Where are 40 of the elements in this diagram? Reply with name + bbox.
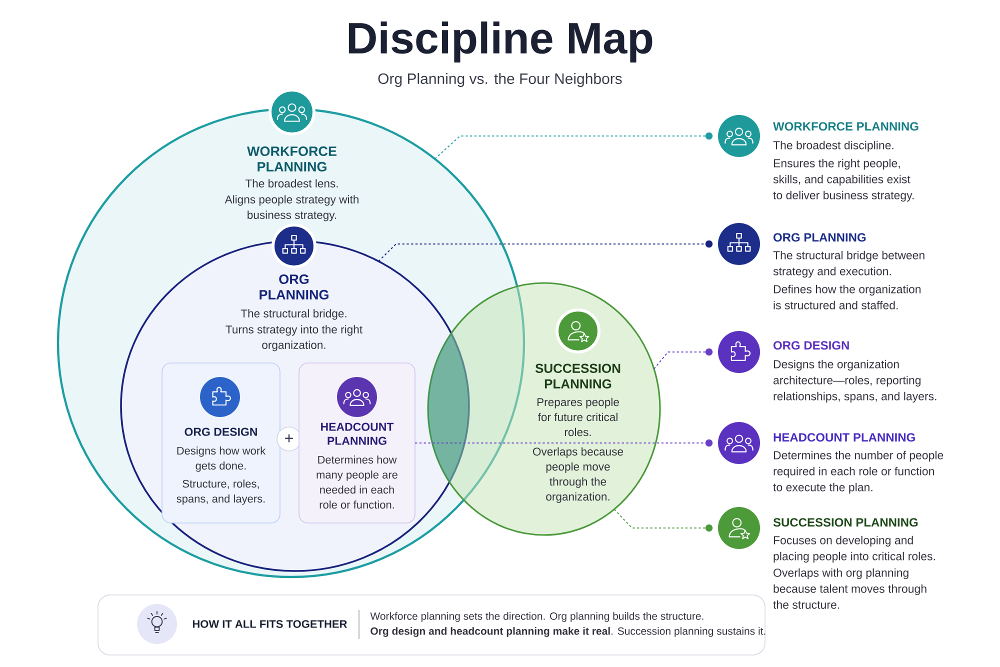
leader-line [414,439,713,447]
card-description: Designs how work gets done. [177,446,266,472]
summary-heading: HOW IT ALL FITS TOGETHER [192,620,348,628]
item-description: Ensures the right people, skills, and capabilities exist to deliver business strategy. [773,158,914,202]
summary-text: Workforce planning sets the direction. Org planning builds the structure. [370,612,704,622]
card-heading: ORG DESIGN [184,428,257,436]
item-description: Determines the number of people required in each role or function to execute the plan. [773,450,944,494]
item-heading: HEADCOUNT PLANNING [774,433,915,442]
leader-line [654,348,713,370]
summary-text: Org design and headcount planning make it real. Succession planning sustains it. [370,627,766,637]
card-description: Structure, roles, spans, and layers. [176,480,265,505]
subtitle: Org Planning vs. the Four Neighbors [378,73,622,87]
circle-description: Overlaps because people move through the organization. [533,447,624,503]
circle-description: Prepares people for future critical roles. [537,398,619,436]
summary-box [98,594,766,656]
leader-line [614,508,713,532]
leader-line [434,132,713,160]
item-description: Defines how the organization is structured and staffed. [774,284,921,310]
circle-heading: SUCCESSION PLANNING [535,364,620,388]
card-description: Determines how many people are needed in each role or function. [316,456,398,509]
item-description: Overlaps with org planning because talent moves through the structure. [773,568,926,609]
item-description: The broadest discipline. [773,140,894,152]
item-heading: SUCCESSION PLANNING [773,518,918,527]
discipline-card [162,362,280,524]
item-heading: ORG PLANNING [774,233,866,242]
circle-heading: WORKFORCE PLANNING [247,146,336,172]
leader-line [378,240,713,262]
discipline-card [298,362,416,524]
item-description: The structural bridge between strategy and execution. [773,250,924,278]
circle-description: The structural bridge. [240,309,346,320]
item-description: Focuses on developing and placing people into critical roles. [774,536,935,563]
card-heading: HEADCOUNT PLANNING [321,422,394,445]
circle-description: Turns strategy into the right organization. [226,325,362,352]
item-heading: WORKFORCE PLANNING [773,122,918,131]
item-heading: ORG DESIGN [774,341,849,350]
item-description: Designs the organization architecture—roles, reporting relationships, spans, and layers. [774,360,936,403]
circle-description: Aligns people strategy with business strategy. [224,195,358,222]
circle-heading: ORG PLANNING [260,274,328,300]
circle-description: The broadest lens. [245,179,338,188]
title: Discipline Map [348,22,652,62]
